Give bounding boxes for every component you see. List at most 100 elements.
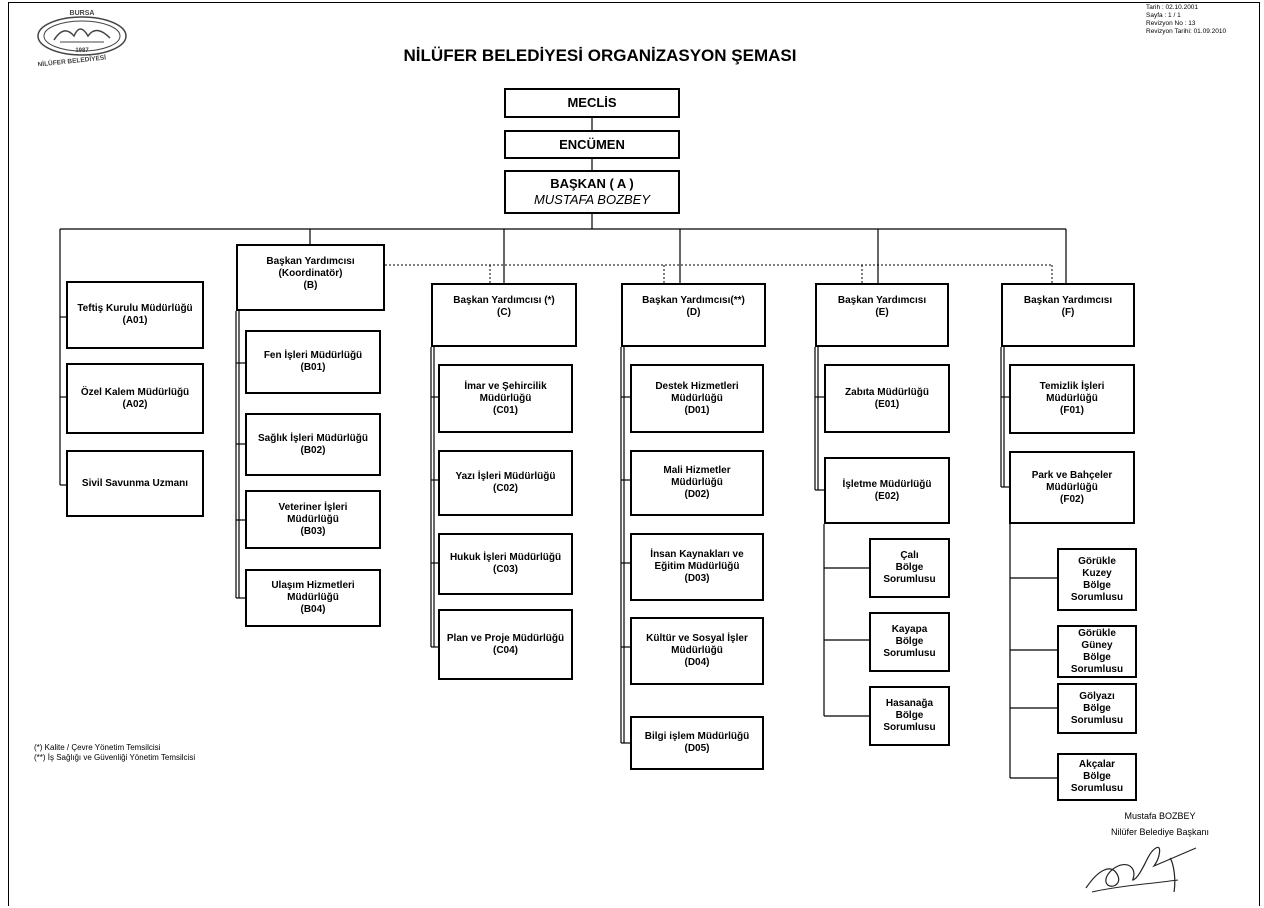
signer-role: Nilüfer Belediye Başkanı xyxy=(1110,827,1210,837)
unit-name: Yazı İşleri Müdürlüğü xyxy=(455,471,556,482)
unit-code: (D05) xyxy=(684,743,710,754)
region-label: Çalı Bölge Sorumlusu xyxy=(883,550,936,585)
unit-name: Park ve Bahçeler Müdürlüğü xyxy=(1031,469,1113,493)
unit-name: Destek Hizmetleri Müdürlüğü xyxy=(655,380,739,404)
unit-b03: Veteriner İşleri Müdürlüğü(B03) xyxy=(245,490,381,549)
meta-page: Sayfa : 1 / 1 xyxy=(1146,12,1181,19)
unit-d05: Bilgi işlem Müdürlüğü(D05) xyxy=(630,716,764,770)
unit-code: (D02) xyxy=(684,489,710,500)
unit-code: (C04) xyxy=(492,644,518,656)
unit-name: Zabıta Müdürlüğü xyxy=(845,386,929,398)
unit-code: (B03) xyxy=(300,525,326,537)
region-cali: Çalı Bölge Sorumlusu xyxy=(869,538,950,598)
unit-c01: İmar ve Şehircilik Müdürlüğü(C01) xyxy=(438,364,573,433)
unit-name: Temizlik İşleri Müdürlüğü xyxy=(1039,381,1105,404)
unit-name: Kültür ve Sosyal İşler Müdürlüğü xyxy=(646,633,748,656)
region-kayapa: Kayapa Bölge Sorumlusu xyxy=(869,612,950,672)
unit-d04: Kültür ve Sosyal İşler Müdürlüğü(D04) xyxy=(630,617,764,685)
unit-sivil-savunma: Sivil Savunma Uzmanı xyxy=(66,450,204,517)
footnote-kalite: (*) Kalite / Çevre Yönetim Temsilcisi xyxy=(34,743,161,752)
unit-code: (A01) xyxy=(122,315,148,326)
unit-name: Veteriner İşleri Müdürlüğü xyxy=(278,501,348,525)
signature-block: Mustafa BOZBEY Nilüfer Belediye Başkanı xyxy=(1060,808,1260,840)
unit-c02: Yazı İşleri Müdürlüğü(C02) xyxy=(438,450,573,516)
region-gorukle-guney: Görükle Güney Bölge Sorumlusu xyxy=(1057,625,1137,678)
vp-e: Başkan Yardımcısı(E) xyxy=(815,283,949,347)
unit-f01: Temizlik İşleri Müdürlüğü(F01) xyxy=(1009,364,1135,434)
unit-code: (A02) xyxy=(122,398,148,410)
vp-code: (E) xyxy=(875,307,889,318)
unit-d02: Mali Hizmetler Müdürlüğü(D02) xyxy=(630,450,764,516)
vp-name: Başkan Yardımcısı xyxy=(837,295,927,306)
unit-name: Ulaşım Hizmetleri Müdürlüğü xyxy=(271,580,355,603)
meta-revision-date: Revizyon Tarihi: 01.09.2010 xyxy=(1146,28,1227,35)
unit-name: Fen İşleri Müdürlüğü xyxy=(263,350,363,361)
region-label: Akçalar Bölge Sorumlusu xyxy=(1070,759,1124,794)
unit-code: (F01) xyxy=(1060,405,1084,416)
baskan-name: MUSTAFA BOZBEY xyxy=(533,192,651,207)
unit-code: (D04) xyxy=(684,657,710,668)
vp-d: Başkan Yardımcısı(**)(D) xyxy=(621,283,766,347)
unit-a01: Teftiş Kurulu Müdürlüğü(A01) xyxy=(66,281,204,349)
encumen-box: ENCÜMEN xyxy=(504,130,680,159)
document-meta: Tarih : 02.10.2001 Sayfa : 1 / 1 Revizyo… xyxy=(1146,4,1256,36)
unit-name: İnsan Kaynakları ve Eğitim Müdürlüğü xyxy=(650,549,744,572)
region-gorukle-kuzey: Görükle Kuzey Bölge Sorumlusu xyxy=(1057,548,1137,611)
region-label: Görükle Kuzey Bölge Sorumlusu xyxy=(1070,555,1124,603)
footnotes: (*) Kalite / Çevre Yönetim Temsilcisi (*… xyxy=(34,743,195,763)
unit-code: (C01) xyxy=(492,404,518,416)
baskan-title: BAŞKAN ( A ) xyxy=(550,176,634,191)
region-label: Görükle Güney Bölge Sorumlusu xyxy=(1070,627,1124,675)
municipality-logo: BURSA 1987 NİLÜFER BELEDİYESİ xyxy=(37,10,127,66)
encumen-label: ENCÜMEN xyxy=(559,136,625,152)
unit-code: (B02) xyxy=(300,444,326,456)
vp-code: (C) xyxy=(497,307,511,318)
meclis-label: MECLİS xyxy=(567,95,617,110)
region-akcalar: Akçalar Bölge Sorumlusu xyxy=(1057,753,1137,801)
unit-name: Hukuk İşleri Müdürlüğü xyxy=(449,552,562,563)
meta-revision-no: Revizyon No : 13 xyxy=(1146,20,1196,27)
unit-f02: Park ve Bahçeler Müdürlüğü(F02) xyxy=(1009,451,1135,524)
vp-c: Başkan Yardımcısı (*)(C) xyxy=(431,283,577,347)
unit-e01: Zabıta Müdürlüğü(E01) xyxy=(824,364,950,433)
meta-date: Tarih : 02.10.2001 xyxy=(1146,4,1199,11)
meclis-box: MECLİS xyxy=(504,88,680,118)
region-golyazi: Gölyazı Bölge Sorumlusu xyxy=(1057,683,1137,734)
unit-code: (D03) xyxy=(684,573,710,584)
vp-name: Başkan Yardımcısı (Koordinatör) xyxy=(266,256,355,279)
unit-b04: Ulaşım Hizmetleri Müdürlüğü(B04) xyxy=(245,569,381,627)
unit-a02: Özel Kalem Müdürlüğü(A02) xyxy=(66,363,204,434)
vp-name: Başkan Yardımcısı(**) xyxy=(642,295,745,306)
vp-code: (B) xyxy=(303,280,318,291)
unit-code: (B04) xyxy=(300,604,326,615)
vp-code: (D) xyxy=(686,307,701,318)
unit-c04: Plan ve Proje Müdürlüğü(C04) xyxy=(438,609,573,680)
unit-name: Özel Kalem Müdürlüğü xyxy=(80,386,190,398)
unit-e02: İşletme Müdürlüğü(E02) xyxy=(824,457,950,524)
unit-code: (B01) xyxy=(300,362,326,373)
unit-code: (C03) xyxy=(492,564,518,575)
unit-name: Teftiş Kurulu Müdürlüğü xyxy=(77,303,193,314)
unit-code: (C02) xyxy=(492,483,518,494)
unit-code: (D01) xyxy=(684,404,710,416)
unit-code: (E01) xyxy=(874,398,900,410)
unit-name: Mali Hizmetler Müdürlüğü xyxy=(663,465,731,488)
footnote-isg: (**) İş Sağlığı ve Güvenliği Yönetim Tem… xyxy=(34,753,196,762)
logo-year: 1987 xyxy=(75,48,89,54)
signer-name: Mustafa BOZBEY xyxy=(1124,811,1196,821)
unit-b02: Sağlık İşleri Müdürlüğü(B02) xyxy=(245,413,381,476)
region-label: Gölyazı Bölge Sorumlusu xyxy=(1070,690,1124,726)
unit-name: İmar ve Şehircilik Müdürlüğü xyxy=(464,380,547,404)
vp-b: Başkan Yardımcısı (Koordinatör)(B) xyxy=(236,244,385,311)
unit-d01: Destek Hizmetleri Müdürlüğü(D01) xyxy=(630,364,764,433)
unit-name: Plan ve Proje Müdürlüğü xyxy=(446,632,565,644)
handwritten-signature xyxy=(1085,846,1197,893)
page-title: NİLÜFER BELEDİYESİ ORGANİZASYON ŞEMASI xyxy=(403,46,797,65)
unit-code: (E02) xyxy=(874,490,900,502)
unit-name: Sivil Savunma Uzmanı xyxy=(81,477,189,489)
logo-top-text: BURSA xyxy=(70,10,95,17)
unit-name: Sağlık İşleri Müdürlüğü xyxy=(257,432,368,444)
vp-code: (F) xyxy=(1061,307,1075,318)
unit-d03: İnsan Kaynakları ve Eğitim Müdürlüğü(D03… xyxy=(630,533,764,601)
